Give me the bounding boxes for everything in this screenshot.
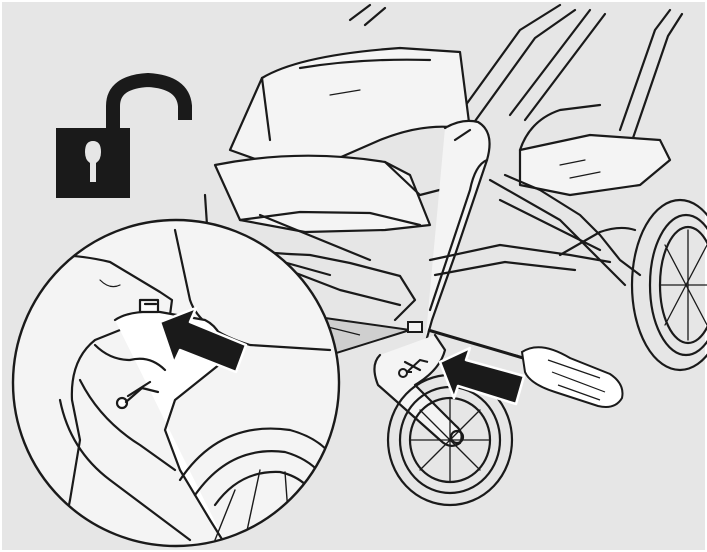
illustration-canvas <box>0 0 707 552</box>
instruction-illustration <box>0 0 707 552</box>
